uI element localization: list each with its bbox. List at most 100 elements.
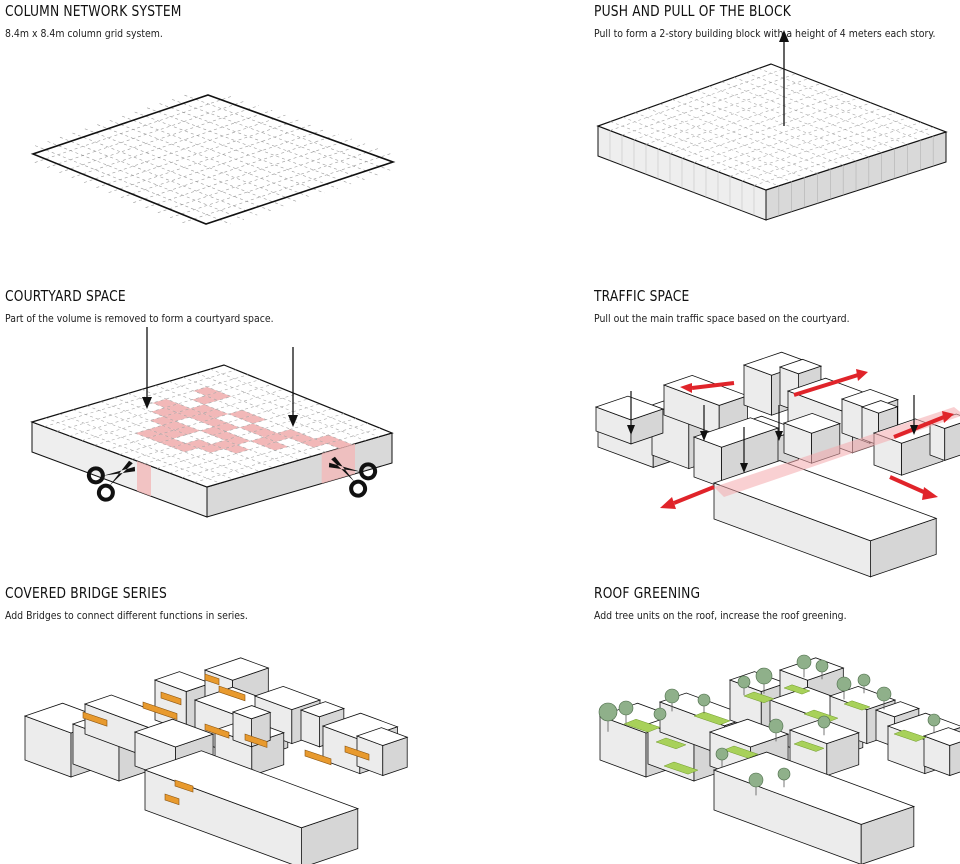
grid-line (96, 119, 299, 188)
grid-line (184, 94, 392, 171)
tree-icon (697, 693, 711, 707)
grid-line (47, 100, 246, 168)
grid-line (194, 427, 381, 483)
traffic-arrows (660, 369, 954, 509)
traffic-diagram (594, 351, 960, 578)
grid-line (647, 108, 818, 174)
panel-caption: Add Bridges to connect different functio… (5, 609, 248, 622)
panel-title: COLUMN NETWORK SYSTEM (5, 2, 182, 20)
bridge (204, 673, 220, 686)
grid-line (94, 388, 285, 446)
block-top (922, 727, 960, 746)
green-roof (655, 737, 687, 750)
tree-icon (715, 747, 729, 761)
courtyard-cell (251, 428, 278, 438)
grid-line (59, 413, 234, 480)
tree-icon (598, 702, 618, 722)
block-top (692, 417, 780, 448)
grid-line (157, 143, 366, 213)
green-roof (893, 729, 927, 742)
grid-line (156, 413, 345, 469)
arrow-down-icon (288, 415, 298, 427)
bridge (174, 779, 194, 793)
grid-line (705, 107, 884, 168)
grid-line (71, 110, 273, 178)
grid-line (693, 102, 872, 163)
tree-icon (653, 707, 667, 721)
grid-line (196, 372, 366, 441)
courtyard-cell (301, 438, 327, 448)
panel-caption: Part of the volume is removed to form a … (5, 312, 274, 325)
courtyard-cell (263, 433, 290, 442)
tree-icon (755, 667, 773, 685)
bridge (204, 723, 230, 739)
tree-icon (618, 700, 634, 716)
grid-line (182, 152, 392, 223)
panel-courtyard: COURTYARD SPACE Part of the volume is re… (5, 287, 475, 567)
block-top (203, 657, 270, 681)
bridge (304, 749, 332, 766)
arrow-down-icon (142, 397, 152, 409)
green-roof (723, 745, 759, 759)
grid-line (746, 72, 921, 141)
courtyard-cell (164, 403, 191, 413)
tree-icon (927, 713, 941, 727)
courtyard-cell (148, 425, 175, 434)
block-top (708, 718, 790, 748)
grid-line (134, 111, 338, 189)
green-roof (693, 711, 731, 726)
block-extrusion-diagram (596, 30, 948, 221)
grid-line (669, 92, 847, 154)
block-top (860, 400, 899, 414)
courtyard-cell (174, 425, 201, 435)
tree-icon (857, 673, 871, 687)
scissors-icon (86, 460, 136, 502)
grid-line (733, 77, 908, 145)
panel-covered-bridge: COVERED BRIDGE SERIES Add Bridges to con… (5, 584, 475, 864)
courtyard-cell (289, 434, 315, 443)
grid-line (127, 393, 300, 461)
tree-icon (768, 718, 784, 734)
tree-icon (748, 772, 764, 788)
tree-icon (817, 715, 831, 729)
courtyard-cell (211, 440, 238, 449)
grid-line (141, 389, 313, 457)
courtyard-cell (162, 421, 188, 430)
grid-line (147, 107, 352, 185)
grid-line (634, 112, 805, 178)
grid-line (681, 97, 859, 159)
panel-title: PUSH AND PULL OF THE BLOCK (594, 2, 791, 20)
green-roof (843, 700, 871, 711)
panel-caption: 8.4m x 8.4m column grid system. (5, 27, 163, 40)
green-roof (783, 684, 811, 695)
grid-line (633, 78, 809, 140)
courtyard-cell (202, 409, 229, 419)
bridge (142, 701, 178, 720)
green-roof (663, 761, 699, 775)
green-roof (743, 691, 775, 704)
grid-line (717, 112, 897, 172)
roof-greening-diagram (598, 654, 960, 864)
courtyard-cell (177, 408, 203, 418)
block-top (712, 751, 916, 825)
grid-line (709, 85, 882, 153)
cut-facade (137, 461, 151, 497)
courtyard-cell (205, 391, 232, 401)
courtyard-cell (152, 398, 179, 408)
arrow-up-icon (779, 30, 789, 42)
column-grid-diagram (30, 94, 396, 225)
grid-line (159, 103, 365, 180)
tree-icon (777, 767, 791, 781)
tree-icon (737, 675, 751, 689)
tree-icon (815, 659, 829, 673)
block-top (782, 412, 841, 434)
arrow-down-icon (627, 391, 918, 473)
grid-line (169, 418, 357, 474)
grid-line (100, 401, 274, 468)
grid-line (182, 376, 353, 445)
courtyard-diagram (30, 327, 394, 518)
panel-title: ROOF GREENING (594, 584, 701, 602)
panel-title: COVERED BRIDGE SERIES (5, 584, 168, 602)
grid-line (34, 145, 231, 225)
courtyard-cell (239, 423, 266, 433)
